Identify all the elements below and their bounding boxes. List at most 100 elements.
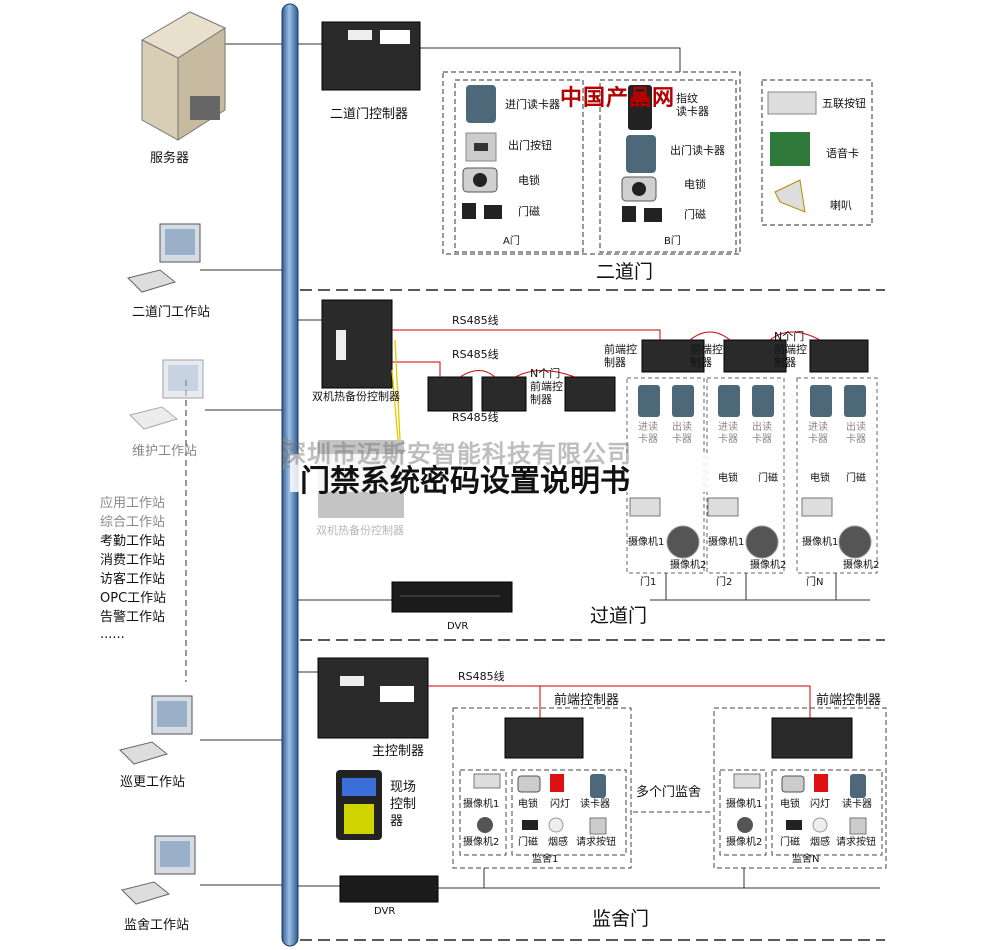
reader-in-label: 进读 卡器 [718,422,738,445]
rs485-label: RS485线 [458,670,505,683]
dvr-label: DVR [374,906,396,917]
reader-out-label: 出读 卡器 [846,422,866,445]
workstation-maint-icon [129,359,204,430]
lock-label: 电锁 [718,473,738,484]
rs485-label: RS485线 [452,314,499,327]
ws-list-item: 访客工作站 [100,572,166,587]
dormN-item: 读卡器 [842,799,872,810]
title-band [290,454,710,492]
door-b-item: 指纹 读卡器 [676,92,709,119]
door-to-dvr-lines [665,573,837,600]
dormN-item: 电锁 [780,799,800,810]
dorm1-label: 监舍1 [532,854,559,865]
left-connectors [185,43,282,886]
door-b-label: B门 [664,236,681,247]
dorm1-item: 读卡器 [580,799,610,810]
two-door-controller-label: 二道门控制器 [330,107,409,122]
magnet-label: 门磁 [846,473,866,484]
dorm1-item: 闪灯 [550,799,570,810]
door-b-item: 电锁 [684,178,706,191]
reader-in-label: 进读 卡器 [808,422,828,445]
site-controller-label: 现场 控制 器 [390,780,417,829]
dorm1-item: 摄像机2 [463,837,500,848]
camera2-label: 摄像机2 [670,560,707,571]
dorm1-item: 电锁 [518,799,538,810]
door-a-box [454,79,584,253]
dvr-sec2-device [391,581,513,613]
dvr-label: DVR [447,621,469,632]
aux-item: 五联按钮 [822,97,866,110]
ws-list-item: 告警工作站 [100,610,166,625]
dormN-item: 摄像机2 [726,837,763,848]
lock-label: 电锁 [810,473,830,484]
section-corridor-title: 过道门 [590,605,648,627]
door-a-item: 门磁 [518,205,540,218]
door-a-item: 电锁 [518,174,540,187]
front-controller-n-label: 前端控制器 [816,693,882,708]
readers-sec2 [638,385,866,417]
camera2-label: 摄像机2 [843,560,880,571]
door-b-devices [621,85,662,222]
dormN-item: 烟感 [810,837,830,848]
ws-list-item: 应用工作站 [100,496,166,511]
door-outer-box [442,71,741,255]
ws-two-door-label: 二道门工作站 [132,305,211,320]
dormN-item: 请求按钮 [836,837,876,848]
site-controller-device [336,770,382,840]
door-b-item: 门磁 [684,208,706,221]
section-dividers [300,289,885,941]
camera2-label: 摄像机2 [750,560,787,571]
ws-list-item: OPC工作站 [100,591,167,606]
aux-devices [767,91,817,213]
section-dorm-title: 监舍门 [592,908,650,930]
front-controllers-row1 [641,339,869,373]
door-label: 门1 [640,577,657,588]
aux-wires-sec2 [391,339,401,441]
door-a-item: 进门读卡器 [505,98,560,111]
watermark-top: 中国产品网 [560,86,676,111]
ws-patrol-label: 巡更工作站 [120,775,186,790]
door-a-devices [462,85,502,219]
rs485-label: RS485线 [452,348,499,361]
ws-list-item: ...... [100,627,125,642]
magnet-label: 门磁 [758,473,778,484]
hot-standby-faded-label: 双机热备份控制器 [316,524,404,537]
ws-list-item: 综合工作站 [100,515,166,530]
hot-standby-label: 双机热备份控制器 [312,390,400,403]
front-controllers-sec3 [504,717,853,759]
dorm-devices-sec3 [473,773,867,835]
aux-item: 喇叭 [830,199,852,212]
hot-standby-controller-device [321,299,393,389]
cameras-sec2 [629,497,872,559]
multi-dorm-label: 多个门监舍 [636,785,702,800]
main-controller-label: 主控制器 [372,744,425,759]
dvr-sec3-device [339,875,439,903]
camera1-label: 摄像机1 [708,537,745,548]
door-label: 门N [806,577,824,588]
right-connectors [298,43,880,889]
workstation-two-door-icon [127,223,201,293]
door-b-box [599,79,737,253]
document-title: 门禁系统密码设置说明书 [300,464,630,499]
dorm1-item: 门磁 [518,837,538,848]
workstation-dorm-icon [121,835,196,905]
ws-list-item: 考勤工作站 [100,534,166,549]
dormN-item: 门磁 [780,837,800,848]
dormN-item: 闪灯 [810,799,830,810]
front-controller-1-label: 前端控制器 [554,693,620,708]
ws-maint-label: 维护工作站 [132,444,198,459]
two-door-controller-device [321,21,421,91]
server-label: 服务器 [150,151,190,166]
door-a-label: A门 [503,236,520,247]
rs485-lines-sec2 [392,329,821,378]
aux-item: 语音卡 [826,147,859,160]
dorm1-item: 摄像机1 [463,799,500,810]
front-controller-label: 前端控 制器 [604,343,637,370]
camera1-label: 摄像机1 [802,537,839,548]
section-two-door-title: 二道门 [596,261,654,283]
dormN-item: 摄像机1 [726,799,763,810]
reader-out-label: 出读 卡器 [672,422,692,445]
watermark-company: 深圳市迈斯安智能科技有限公司 [282,440,632,468]
